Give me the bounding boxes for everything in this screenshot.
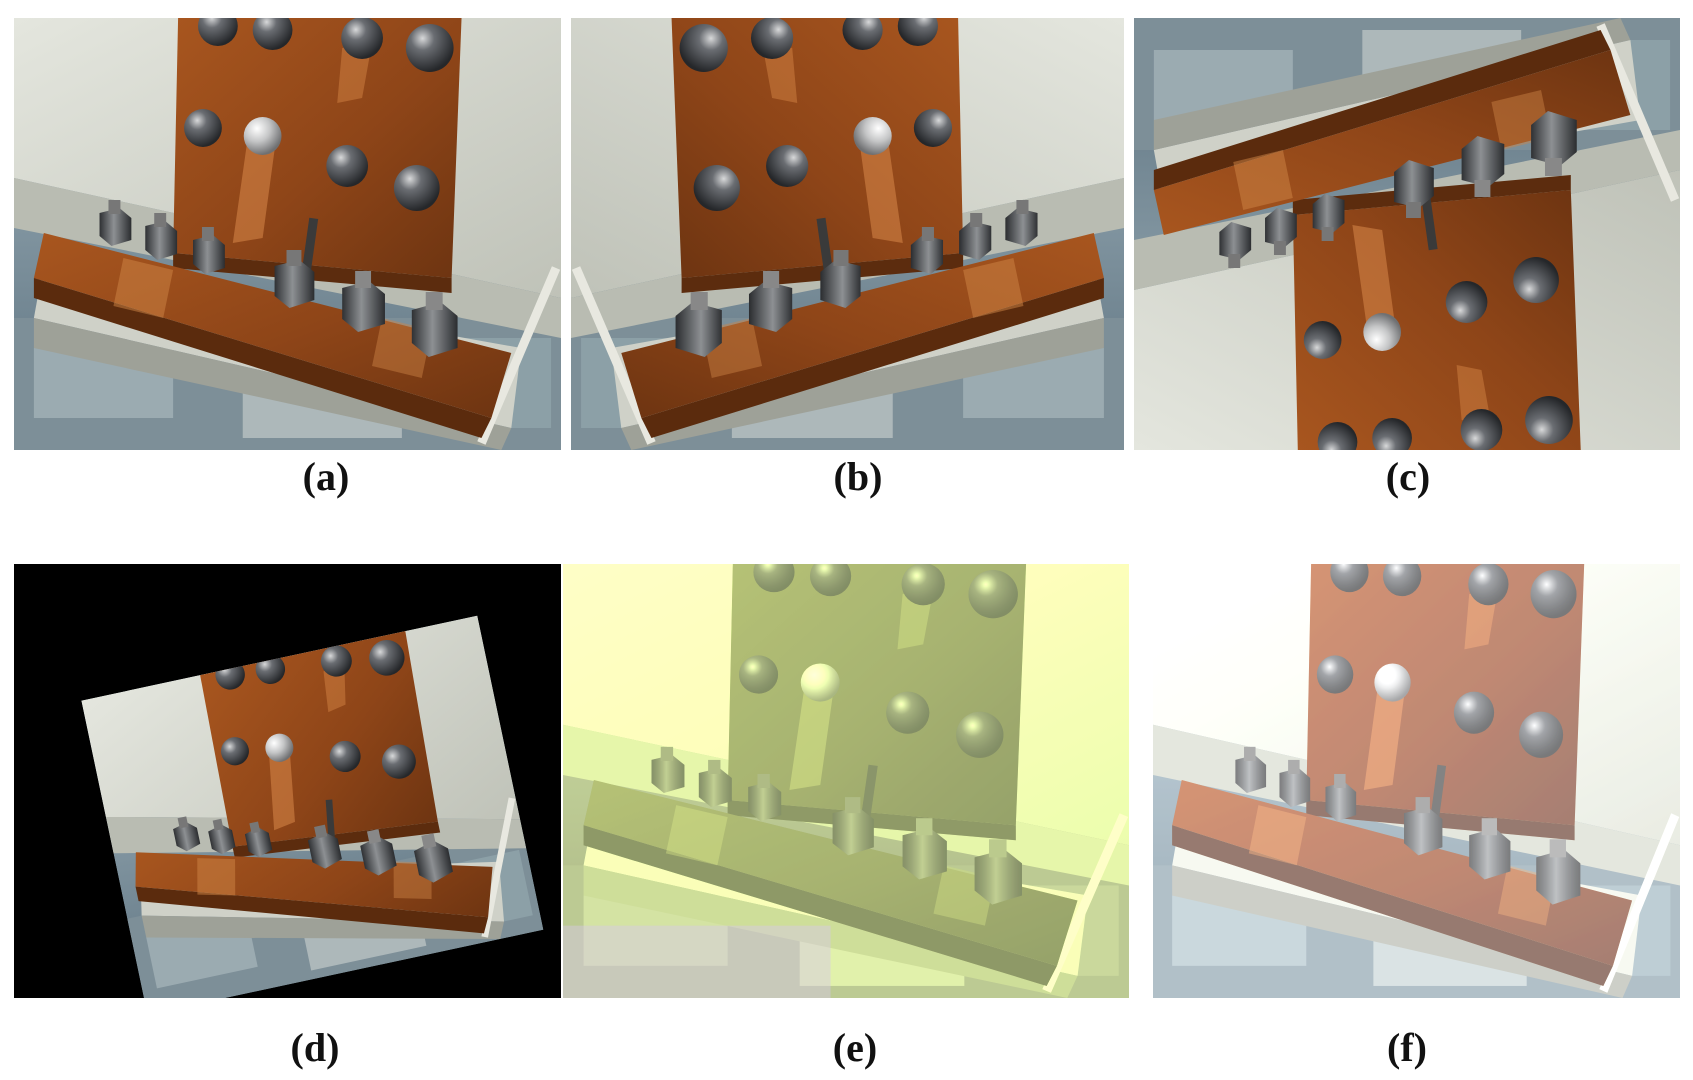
image-panel-e — [563, 564, 1129, 998]
bolt-joint-photo-rotated — [14, 564, 561, 998]
caption-b: (b) — [833, 454, 883, 499]
caption-f: (f) — [1387, 1025, 1427, 1070]
image-panel-b — [571, 18, 1124, 450]
image-panel-f — [1153, 564, 1680, 998]
bolt-joint-photo-hflip — [571, 18, 1124, 450]
image-panel-d — [14, 564, 561, 998]
caption-d: (d) — [290, 1025, 340, 1070]
bolt-joint-photo-original — [14, 18, 561, 450]
image-panel-a — [14, 18, 561, 450]
caption-a: (a) — [302, 454, 350, 499]
caption-e: (e) — [832, 1025, 878, 1070]
bolt-joint-photo-vflip — [1134, 18, 1680, 450]
caption-c: (c) — [1385, 454, 1431, 499]
bolt-joint-photo-color-shift — [563, 564, 1129, 998]
bolt-joint-photo-bright — [1153, 564, 1680, 998]
image-panel-c — [1134, 18, 1680, 450]
